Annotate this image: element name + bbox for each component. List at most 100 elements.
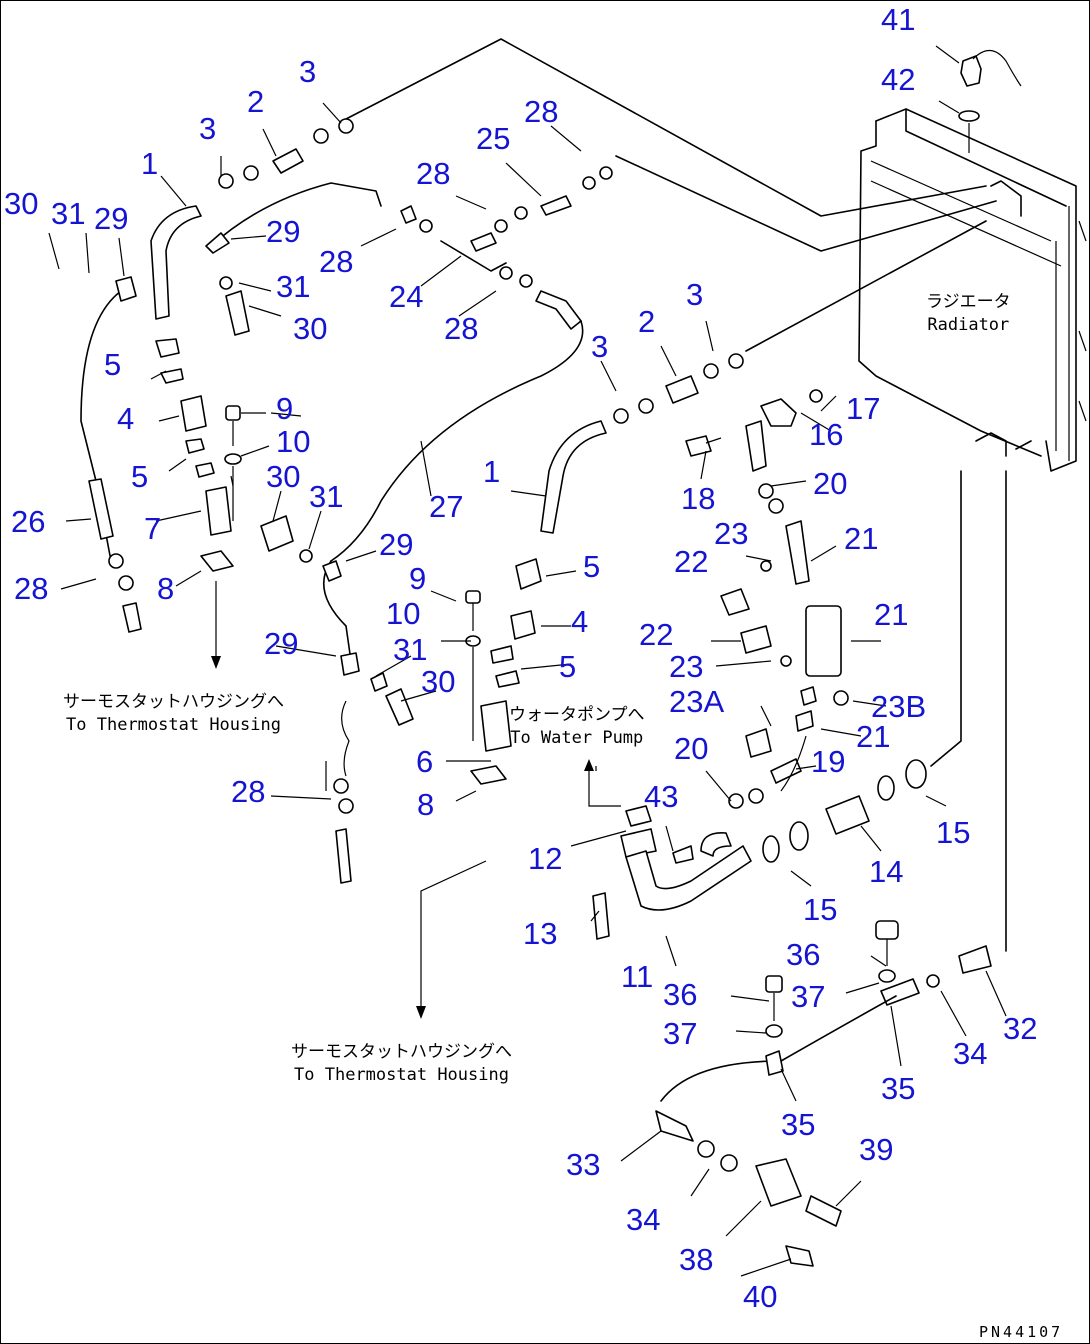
frame-line-lower bbox=[745, 220, 987, 352]
callout-3: 3 bbox=[199, 111, 217, 146]
callout-29: 29 bbox=[266, 214, 301, 249]
callout-14: 14 bbox=[869, 854, 904, 889]
callout-41: 41 bbox=[881, 2, 916, 37]
callout-5: 5 bbox=[131, 459, 149, 494]
drawing-code: PN44107 bbox=[979, 1323, 1064, 1341]
callout-21: 21 bbox=[844, 521, 879, 556]
water-pump-note: ウォータポンプへ To Water Pump bbox=[509, 705, 645, 748]
callout-5: 5 bbox=[559, 649, 577, 684]
callout-21: 21 bbox=[856, 719, 891, 754]
callout-28: 28 bbox=[524, 94, 559, 129]
callout-2: 2 bbox=[247, 84, 265, 119]
callout-19: 19 bbox=[811, 744, 846, 779]
callout-30: 30 bbox=[293, 311, 328, 346]
leader-water-pump bbox=[588, 761, 621, 807]
callout-8: 8 bbox=[417, 787, 435, 822]
callout-32: 32 bbox=[1003, 1011, 1038, 1046]
callout-1: 1 bbox=[483, 454, 501, 489]
callout-17: 17 bbox=[846, 391, 881, 426]
callout-28: 28 bbox=[416, 156, 451, 191]
callout-3: 3 bbox=[686, 277, 704, 312]
thermostat-parts-left bbox=[155, 338, 242, 572]
callout-36: 36 bbox=[663, 977, 698, 1012]
callout-33: 33 bbox=[566, 1147, 601, 1182]
callout-20: 20 bbox=[674, 731, 709, 766]
callout-34: 34 bbox=[626, 1202, 661, 1237]
callout-25: 25 bbox=[476, 121, 511, 156]
thermostat-note-left: サーモスタットハウジングへ To Thermostat Housing bbox=[63, 692, 284, 735]
callout-28: 28 bbox=[444, 311, 479, 346]
callout-4: 4 bbox=[117, 401, 135, 436]
bottom-drain-assembly bbox=[655, 920, 992, 1267]
hose-1-center bbox=[540, 420, 607, 534]
callout-37: 37 bbox=[791, 979, 826, 1014]
callout-37: 37 bbox=[663, 1016, 698, 1051]
leader-thermostat-bottom bbox=[420, 860, 487, 1011]
callout-38: 38 bbox=[679, 1242, 714, 1277]
callout-16: 16 bbox=[809, 417, 844, 452]
callout-39: 39 bbox=[859, 1132, 894, 1167]
radiator-shape bbox=[858, 108, 1087, 472]
callout-15: 15 bbox=[803, 892, 838, 927]
callout-31: 31 bbox=[276, 269, 311, 304]
callout-1: 1 bbox=[141, 146, 159, 181]
hose-14-and-clamps bbox=[762, 470, 1007, 952]
callout-4: 4 bbox=[571, 604, 589, 639]
callout-21: 21 bbox=[874, 597, 909, 632]
water-pipe-11 bbox=[592, 805, 752, 940]
callout-10: 10 bbox=[386, 596, 421, 631]
clamps-lower-left bbox=[108, 276, 313, 633]
callout-28: 28 bbox=[14, 571, 49, 606]
callout-43: 43 bbox=[644, 779, 679, 814]
callout-11: 11 bbox=[621, 959, 654, 994]
callout-22: 22 bbox=[674, 544, 709, 579]
callout-35: 35 bbox=[881, 1071, 916, 1106]
callout-28: 28 bbox=[231, 774, 266, 809]
callout-35: 35 bbox=[781, 1107, 816, 1142]
callout-42: 42 bbox=[881, 62, 916, 97]
thermostat-note-bottom: サーモスタットハウジングへ To Thermostat Housing bbox=[291, 1042, 512, 1085]
callout-10: 10 bbox=[276, 424, 311, 459]
callout-34: 34 bbox=[953, 1036, 988, 1071]
callout-7: 7 bbox=[144, 511, 162, 546]
radiator-cap-41 bbox=[958, 49, 1022, 153]
callout-23A: 23A bbox=[669, 684, 725, 719]
radiator-note: ラジエータ Radiator bbox=[926, 292, 1011, 335]
callout-6: 6 bbox=[416, 744, 434, 779]
callout-28: 28 bbox=[319, 244, 354, 279]
frame-line-mid bbox=[615, 155, 997, 252]
hose-26 bbox=[80, 290, 122, 562]
callout-20: 20 bbox=[813, 466, 848, 501]
callout-13: 13 bbox=[523, 916, 558, 951]
callout-31: 31 bbox=[309, 479, 344, 514]
callout-22: 22 bbox=[639, 617, 674, 652]
hose-cluster-middle bbox=[330, 166, 613, 562]
callout-23: 23 bbox=[669, 649, 704, 684]
hose-1-upper bbox=[150, 205, 202, 320]
callout-26: 26 bbox=[11, 504, 46, 539]
callout-15: 15 bbox=[936, 815, 971, 850]
callout-27: 27 bbox=[429, 489, 464, 524]
callout-31: 31 bbox=[393, 632, 428, 667]
water-pump-parts bbox=[465, 558, 542, 785]
callout-30: 30 bbox=[421, 664, 456, 699]
callout-9: 9 bbox=[409, 561, 427, 596]
callout-29: 29 bbox=[94, 201, 129, 236]
pipe-assembly-right bbox=[685, 389, 849, 809]
callout-23B: 23B bbox=[871, 689, 927, 724]
frame-line-upper bbox=[345, 38, 987, 217]
callout-29: 29 bbox=[379, 527, 414, 562]
callout-29: 29 bbox=[264, 626, 299, 661]
callout-leaders bbox=[48, 45, 1007, 1277]
callout-2: 2 bbox=[638, 304, 656, 339]
hose-clamps-center bbox=[613, 353, 744, 424]
callout-30: 30 bbox=[266, 459, 301, 494]
callout-12: 12 bbox=[528, 841, 563, 876]
hose-clamps-upper-left bbox=[205, 118, 382, 254]
callout-18: 18 bbox=[681, 481, 716, 516]
callout-30: 30 bbox=[4, 186, 39, 221]
callout-40: 40 bbox=[743, 1279, 778, 1314]
callout-24: 24 bbox=[389, 279, 424, 314]
